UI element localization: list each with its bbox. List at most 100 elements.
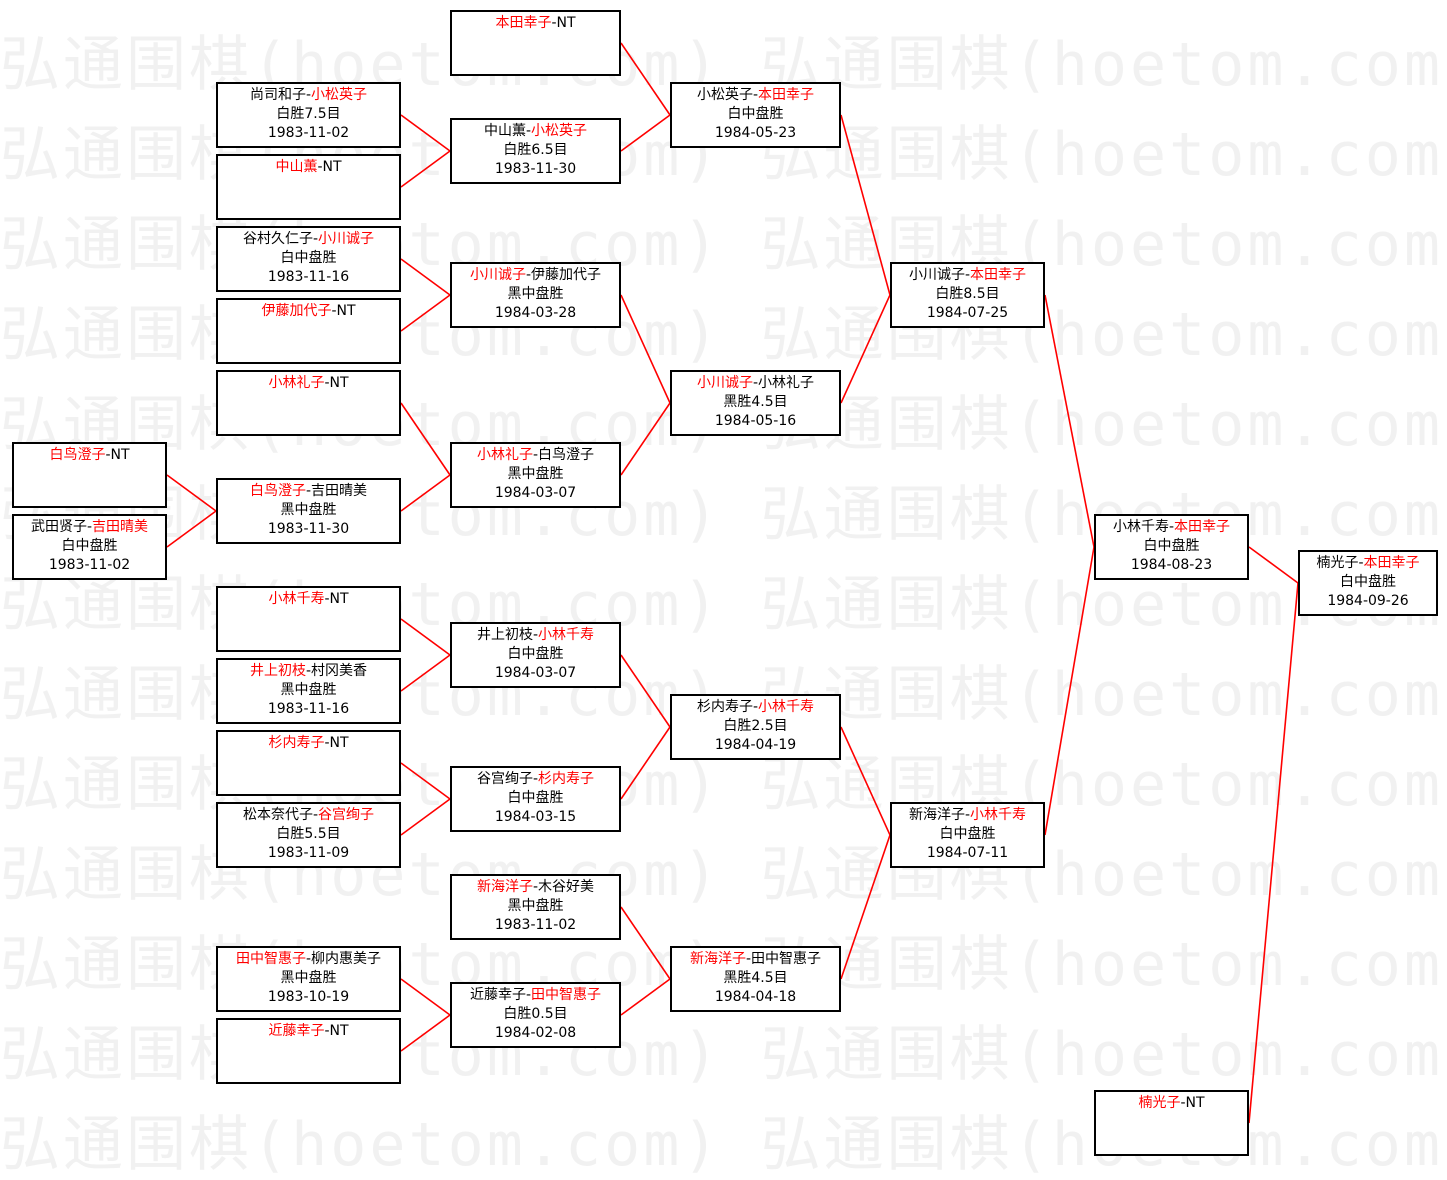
match-players: 杉内寿子-小林千寿: [672, 698, 839, 717]
match-players: 松本奈代子-谷宫绚子: [218, 806, 399, 825]
player-separator: -: [324, 375, 330, 391]
player-second: 本田幸子: [1363, 555, 1420, 571]
player-first: 武田贤子: [30, 519, 87, 535]
match-result: 白中盘胜: [939, 826, 996, 842]
match-players: 白鸟澄子-吉田晴美: [218, 482, 399, 501]
match-date: 1983-11-02: [267, 125, 350, 141]
player-first: 小川诚子: [696, 375, 753, 391]
bye-marker: NT: [336, 303, 356, 319]
player-separator: -: [1358, 555, 1364, 571]
match-players: 本田幸子-NT: [452, 14, 619, 33]
connector-line: [400, 402, 451, 476]
match-result: 黑中盘胜: [507, 898, 564, 914]
player-second: 白鸟澄子: [538, 447, 595, 463]
connector-line: [840, 834, 891, 980]
player-second: 本田幸子: [1174, 519, 1231, 535]
player-separator: -: [551, 15, 557, 31]
player-separator: -: [525, 123, 532, 139]
match-date: 1983-11-02: [494, 917, 577, 933]
player-first: 井上初枝: [476, 627, 533, 643]
match-result: 白中盘胜: [1143, 538, 1200, 554]
match-date: 1984-02-08: [494, 1025, 577, 1041]
match-result: 白中盘胜: [61, 538, 118, 554]
connector-line: [400, 474, 451, 512]
player-second: 本田幸子: [758, 87, 815, 103]
bye-marker: NT: [110, 447, 130, 463]
match-result: 白胜7.5目: [276, 106, 341, 122]
match-box-r1-12: 杉内寿子-NT: [216, 730, 401, 796]
match-players: 小林礼子-白鸟澄子: [452, 446, 619, 465]
match-players: 井上初枝-村冈美香: [218, 662, 399, 681]
match-date: 1984-09-26: [1327, 593, 1409, 609]
match-result: 白胜6.5目: [503, 142, 568, 158]
match-players: 楠光子-本田幸子: [1300, 554, 1436, 573]
match-date: 1984-04-19: [714, 737, 797, 753]
bye-marker: NT: [322, 159, 342, 175]
connector-line: [620, 654, 671, 728]
player-separator: -: [86, 519, 93, 535]
match-date: 1983-11-16: [267, 269, 350, 285]
player-first: 田中智惠子: [235, 951, 306, 967]
match-box-r2-2: 小川诚子-伊藤加代子黑中盘胜 1984-03-28: [450, 262, 621, 328]
player-first: 小川诚子: [908, 267, 965, 283]
player-second: 田中智惠子: [531, 987, 602, 1003]
connector-line: [1248, 546, 1299, 584]
match-players: 尚司和子-小松英子: [218, 86, 399, 105]
player-separator: -: [305, 483, 312, 499]
match-players: 井上初枝-小林千寿: [452, 626, 619, 645]
match-box-r1-7: 白鸟澄子-NT: [12, 442, 167, 508]
bye-marker: NT: [329, 375, 349, 391]
player-first: 近藤幸子: [268, 1023, 325, 1039]
match-result: 白中盘胜: [727, 106, 784, 122]
player-first: 谷村久仁子: [242, 231, 313, 247]
player-second: 小松英子: [531, 123, 588, 139]
connector-line: [620, 978, 671, 1016]
player-separator: -: [305, 663, 312, 679]
player-first: 新海洋子: [689, 951, 746, 967]
player-separator: -: [331, 303, 337, 319]
match-players: 小林礼子-NT: [218, 374, 399, 393]
match-date: 1984-03-07: [494, 485, 577, 501]
connector-line: [1044, 294, 1095, 548]
match-players: 谷宫绚子-杉内寿子: [452, 770, 619, 789]
player-separator: -: [532, 771, 539, 787]
match-players: 小林千寿-NT: [218, 590, 399, 609]
player-separator: -: [105, 447, 111, 463]
connector-line: [1248, 582, 1299, 1124]
match-result: 黑中盘胜: [507, 286, 564, 302]
player-first: 杉内寿子: [696, 699, 753, 715]
match-result: 黑中盘胜: [280, 502, 337, 518]
match-date: 1984-03-28: [494, 305, 577, 321]
match-result: 黑中盘胜: [280, 970, 337, 986]
player-separator: -: [305, 87, 312, 103]
player-first: 井上初枝: [249, 663, 306, 679]
match-date: 1984-07-25: [926, 305, 1009, 321]
player-separator: -: [532, 879, 539, 895]
player-first: 楠光子: [1138, 1095, 1181, 1111]
player-second: 杉内寿子: [538, 771, 595, 787]
match-players: 小川诚子-伊藤加代子: [452, 266, 619, 285]
player-separator: -: [312, 231, 319, 247]
player-separator: -: [964, 267, 971, 283]
connector-line: [166, 510, 217, 548]
connector-line: [400, 258, 451, 296]
match-players: 近藤幸子-田中智惠子: [452, 986, 619, 1005]
player-first: 小林千寿: [268, 591, 325, 607]
connector-line: [620, 42, 671, 116]
connector-line: [400, 150, 451, 188]
match-players: 中山薫-NT: [218, 158, 399, 177]
player-second: 吉田晴美: [311, 483, 368, 499]
player-separator: -: [752, 375, 759, 391]
bye-marker: NT: [329, 735, 349, 751]
player-separator: -: [324, 735, 330, 751]
player-separator: -: [1180, 1095, 1186, 1111]
match-players: 田中智惠子-柳内惠美子: [218, 950, 399, 969]
match-players: 小松英子-本田幸子: [672, 86, 839, 105]
match-date: 1984-05-16: [714, 413, 797, 429]
